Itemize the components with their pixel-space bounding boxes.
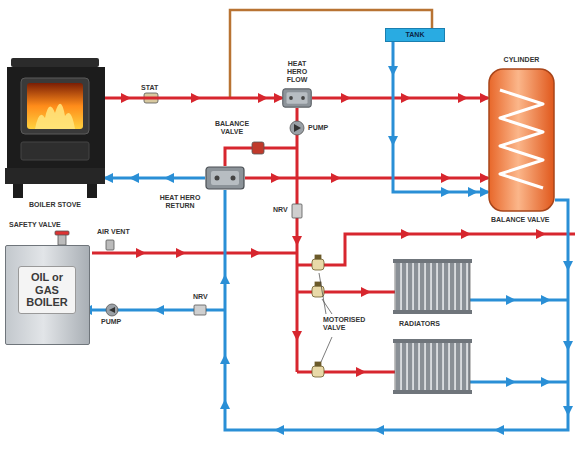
- pipe-connector: [105, 97, 282, 100]
- nrv-symbol: [292, 204, 302, 218]
- balance-valve-symbol: [252, 142, 264, 154]
- safety-valve-symbol: [58, 234, 66, 245]
- part-label: RADIATORS: [398, 320, 441, 328]
- flow-arrow: [125, 98, 541, 372]
- radiator-symbol: [393, 259, 472, 314]
- boiler-stove: BOILER STOVE: [5, 58, 105, 198]
- part-label: PUMP: [100, 318, 122, 326]
- part-label: NRV: [272, 206, 289, 214]
- pipe-connector: [312, 97, 488, 100]
- pipe-connector: [393, 42, 488, 192]
- part-label: SAFETY VALVE: [8, 221, 62, 229]
- node-label: OIL or GAS BOILER: [18, 266, 76, 314]
- part-label: NRV: [192, 293, 209, 301]
- part-label: BALANCE VALVE: [490, 216, 550, 224]
- flow-arrow: [87, 70, 568, 430]
- node-label: CYLINDER: [481, 56, 562, 64]
- stove-illustration: [5, 58, 105, 198]
- node-label: TANK: [386, 29, 444, 41]
- return-pipe: [470, 381, 568, 384]
- heat-hero-return: HEAT HERO RETURN: [205, 166, 245, 190]
- flow-pipe: [297, 234, 575, 265]
- node-label: HEAT HERO RETURN: [159, 194, 201, 210]
- heat-hero-illustration: [282, 88, 312, 108]
- return-pipe: [470, 299, 568, 302]
- pump-symbol: [290, 121, 304, 135]
- part-label: MOTORISED VALVE: [322, 316, 374, 332]
- radiator-symbol: [393, 339, 472, 394]
- part-label: PUMP: [307, 124, 329, 132]
- air-vent-symbol: [106, 240, 114, 250]
- part-label: BALANCE VALVE: [210, 120, 254, 136]
- pipes: [92, 10, 575, 430]
- copper-pipe: [230, 10, 432, 98]
- nrv-symbol: [194, 305, 206, 315]
- pipe-connector: [245, 177, 488, 180]
- node-label: HEAT HERO FLOW: [277, 60, 317, 84]
- node-label: BOILER STOVE: [5, 201, 105, 209]
- pipe-connector: [105, 177, 205, 180]
- header-tank: TANK: [385, 28, 445, 42]
- part-label: STAT: [140, 84, 159, 92]
- hot-water-cylinder: CYLINDER: [488, 68, 555, 212]
- pump-symbol: [106, 304, 118, 316]
- heat-hero-illustration: [205, 166, 245, 190]
- return-pipe: [225, 190, 568, 430]
- flow-pipe: [92, 252, 297, 255]
- oil-gas-boiler: OIL or GAS BOILER: [5, 245, 90, 345]
- fittings: [55, 93, 522, 316]
- cylinder-illustration: [488, 68, 555, 212]
- heat-hero-flow: HEAT HERO FLOW: [282, 88, 312, 108]
- part-label: AIR VENT: [96, 228, 131, 236]
